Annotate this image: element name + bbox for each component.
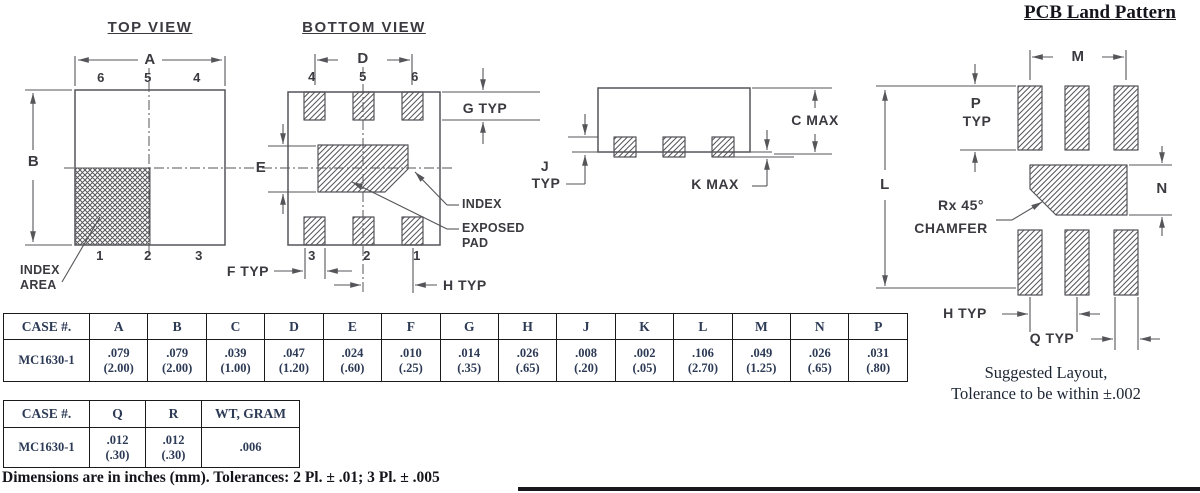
table-header-cell: Q (89, 400, 146, 428)
bottom-view-title: BOTTOM VIEW (302, 19, 426, 36)
exposed-pad-label: EXPOSED (462, 221, 525, 235)
table-header-cell: F (381, 313, 441, 340)
dim-letter-d: D (351, 51, 375, 67)
pin-number: 4 (308, 69, 316, 84)
chamfer-label: Rx 45° (938, 197, 984, 213)
pin-number: 6 (411, 69, 419, 84)
dim-letter-m: M (1066, 49, 1090, 65)
table-header-row: CASE #. A B C D E F G H J K L M N P (3, 313, 908, 340)
bottom-view-linework (262, 54, 540, 293)
table-header-cell: K (614, 313, 675, 340)
table-cell: .026(.65) (497, 339, 558, 382)
pin-number: 2 (363, 248, 371, 263)
dim-letter-n: N (1156, 180, 1168, 197)
table-cell: .024(.60) (322, 339, 383, 382)
exposed-pad-label: PAD (462, 236, 489, 250)
pin-number: 6 (97, 70, 105, 85)
table-data-row: MC1630-1 .012(.30) .012(.30) .006 (3, 427, 300, 468)
tolerance-footnote: Dimensions are in inches (mm). Tolerance… (2, 469, 440, 486)
case-number-cell: MC1630-1 (3, 339, 90, 382)
table-header-cell: L (673, 313, 733, 340)
table-cell: .039(1.00) (205, 339, 266, 382)
table-header-cell: CASE #. (3, 400, 90, 428)
index-area-label: AREA (20, 278, 57, 292)
table-cell: .010(.25) (381, 339, 441, 382)
suggested-layout-note: Suggested Layout, (984, 363, 1108, 382)
table-data-row: MC1630-1 .079(2.00) .079(2.00) .039(1.00… (3, 339, 908, 382)
pin-number: 3 (308, 248, 316, 263)
table-cell: .008(.20) (556, 339, 616, 382)
table-cell: .006 (201, 427, 300, 468)
exposed-pad-shape (317, 144, 409, 193)
table-cell: .012(.30) (89, 427, 146, 468)
pin-number: 4 (193, 70, 201, 85)
pin-number: 3 (195, 248, 203, 263)
case-number-cell: MC1630-1 (3, 427, 90, 468)
dim-p-typ: P (970, 95, 982, 112)
dimension-table-secondary: CASE #. Q R WT, GRAM MC1630-1 .012(.30) … (3, 400, 300, 468)
index-area-hatch (74, 167, 151, 246)
dim-j-typ: J (540, 158, 550, 174)
table-cell: .049(1.25) (731, 339, 792, 382)
table-header-cell: M (731, 313, 792, 340)
table-header-cell: P (848, 313, 908, 340)
dim-h-typ: H TYP (443, 277, 487, 293)
pin-number: 5 (359, 69, 367, 84)
dim-letter-b: B (25, 154, 42, 170)
dim-k-max: K MAX (691, 176, 739, 192)
table-header-cell: J (556, 313, 616, 340)
top-view-linework (25, 56, 258, 283)
top-view-title: TOP VIEW (107, 19, 193, 36)
dimension-table-main: CASE #. A B C D E F G H J K L M N P MC16… (3, 313, 908, 382)
pin-number: 5 (144, 70, 152, 85)
land-pattern-title: PCB Land Pattern (1024, 2, 1176, 23)
chamfer-label: CHAMFER (914, 220, 988, 236)
table-header-cell: N (790, 313, 850, 340)
table-cell: .026(.65) (790, 339, 850, 382)
table-cell: .002(.05) (614, 339, 675, 382)
table-header-cell: E (322, 313, 383, 340)
table-header-cell: CASE #. (3, 313, 90, 340)
table-header-cell: B (147, 313, 207, 340)
table-header-cell: R (145, 400, 202, 428)
suggested-layout-note: Tolerance to be within ±.002 (951, 384, 1141, 403)
dim-letter-l: L (877, 177, 893, 193)
land-pattern-linework (876, 50, 1172, 350)
dim-c-max: C MAX (783, 113, 847, 128)
table-header-row: CASE #. Q R WT, GRAM (3, 400, 300, 428)
pin-number: 1 (96, 248, 104, 263)
bottom-divider-bar (518, 487, 1200, 491)
table-header-cell: A (88, 313, 149, 340)
table-header-cell: C (205, 313, 266, 340)
index-label: INDEX (462, 197, 502, 211)
dim-f-typ: F TYP (226, 263, 269, 279)
side-view-linework (566, 87, 832, 187)
table-cell: .079(2.00) (88, 339, 149, 382)
table-header-cell: H (497, 313, 558, 340)
table-cell: .079(2.00) (147, 339, 207, 382)
table-header-cell: D (264, 313, 324, 340)
table-header-cell: WT, GRAM (201, 400, 300, 428)
index-area-label: INDEX (20, 263, 60, 277)
table-cell: .014(.35) (439, 339, 499, 382)
pin-number: 1 (413, 248, 421, 263)
dim-letter-e: E (255, 159, 267, 176)
land-center-pad-shape (1029, 164, 1128, 216)
table-header-cell: G (439, 313, 499, 340)
table-cell: .047(1.20) (264, 339, 324, 382)
dim-h-typ-land: H TYP (943, 305, 987, 321)
dim-g-typ: G TYP (462, 100, 508, 116)
table-cell: .012(.30) (145, 427, 202, 468)
dim-p-typ: TYP (962, 113, 992, 129)
table-cell: .031(.80) (848, 339, 908, 382)
dim-j-typ: TYP (531, 175, 561, 191)
dim-letter-a: A (138, 52, 162, 68)
pin-number: 2 (144, 248, 152, 263)
table-cell: .106(2.70) (673, 339, 733, 382)
dim-q-typ-land: Q TYP (1029, 330, 1075, 346)
